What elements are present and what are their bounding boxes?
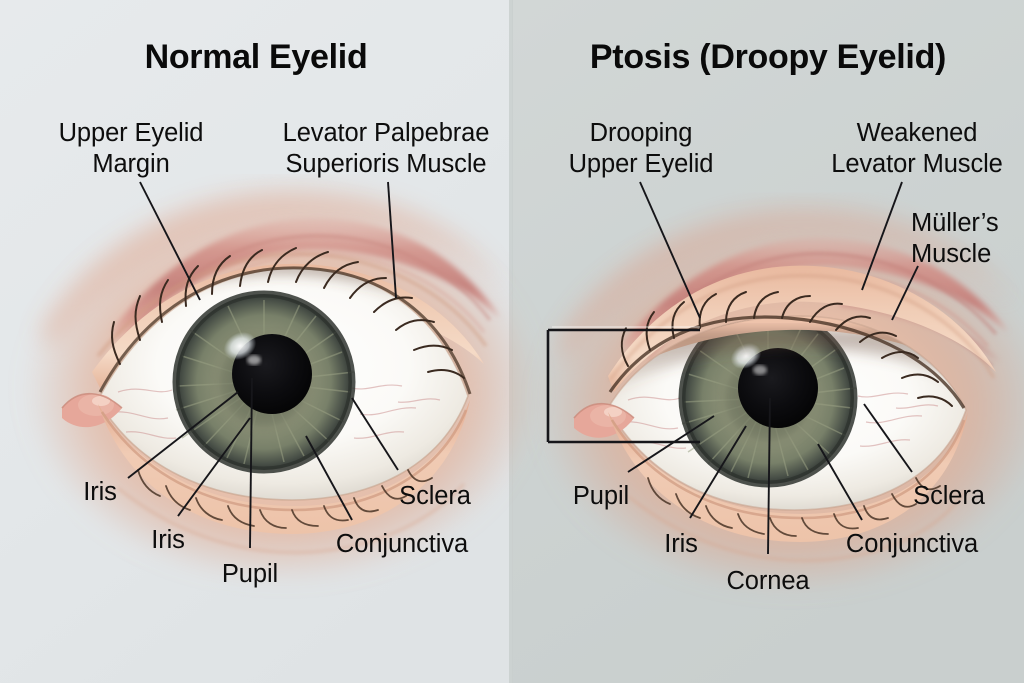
label-sclera-normal: Sclera (399, 482, 471, 510)
label-upper-eyelid-margin: Upper Eyelid Margin (58, 119, 204, 178)
lower-eyelashes (137, 469, 433, 529)
label-pupil-ptosis: Pupil (572, 482, 630, 510)
lower-lid-skin (608, 412, 968, 542)
brow-shadow (40, 189, 505, 348)
leader-drooping-upper-eyelid (639, 181, 701, 319)
leader-mullers-muscle (891, 265, 919, 321)
drooping-lid-margin (608, 315, 966, 409)
panel-title-normal: Normal Eyelid (144, 38, 368, 76)
label-pupil-normal: Pupil (221, 560, 279, 588)
label-cornea: Cornea (726, 567, 810, 595)
leader-conjunctiva (305, 435, 353, 521)
label-weakened-levator-muscle: Weakened Levator Muscle (831, 119, 1003, 178)
lid-crease (96, 252, 488, 358)
leader-pupil (249, 377, 253, 549)
lower-lid-skin (98, 400, 470, 534)
label-levator-palpebrae-superioris-muscle: Levator Palpebrae Superioris Muscle (282, 119, 490, 178)
upper-lid-shadow (608, 329, 966, 400)
ptosis-eye-illustration (542, 181, 1024, 586)
upper-eyelashes (620, 291, 953, 407)
lower-lid-fold (627, 491, 966, 562)
conjunctival-vessels (111, 384, 441, 439)
leader-sclera (863, 403, 913, 473)
label-iris-lower: Iris (151, 526, 185, 554)
upper-eyelashes (111, 247, 465, 379)
label-conjunctiva-normal: Conjunctiva (335, 530, 469, 558)
label-drooping-upper-eyelid: Drooping Upper Eyelid (568, 119, 714, 178)
brow-shadow (556, 207, 1014, 360)
upper-lash-line (98, 266, 472, 395)
corneal-light-reflex (223, 332, 257, 360)
label-mullers-muscle: Müller’s Muscle (911, 209, 999, 268)
lower-eyelashes (647, 477, 941, 537)
leader-iris-lower (177, 417, 251, 517)
leader-levator (387, 181, 397, 299)
label-conjunctiva-ptosis: Conjunctiva (845, 530, 979, 558)
lower-lid-fold (117, 483, 465, 554)
label-iris-ptosis: Iris (664, 530, 698, 558)
panel-title-ptosis: Ptosis (Droopy Eyelid) (589, 38, 947, 76)
leader-iris (689, 425, 747, 519)
leader-conjunctiva (817, 443, 863, 521)
normal-eye-illustration (30, 181, 534, 575)
leader-lines-normal (127, 181, 399, 549)
leader-weakened-levator (861, 181, 903, 291)
lid-crease (608, 274, 996, 381)
leader-lines-ptosis (627, 181, 919, 555)
leader-cornea (767, 397, 771, 555)
leader-iris-left (127, 391, 239, 479)
leader-sclera (351, 397, 399, 471)
label-sclera-ptosis: Sclera (913, 482, 985, 510)
leader-upper-eyelid-margin (139, 181, 201, 301)
leader-pupil (627, 415, 715, 473)
label-iris-left: Iris (83, 478, 117, 506)
